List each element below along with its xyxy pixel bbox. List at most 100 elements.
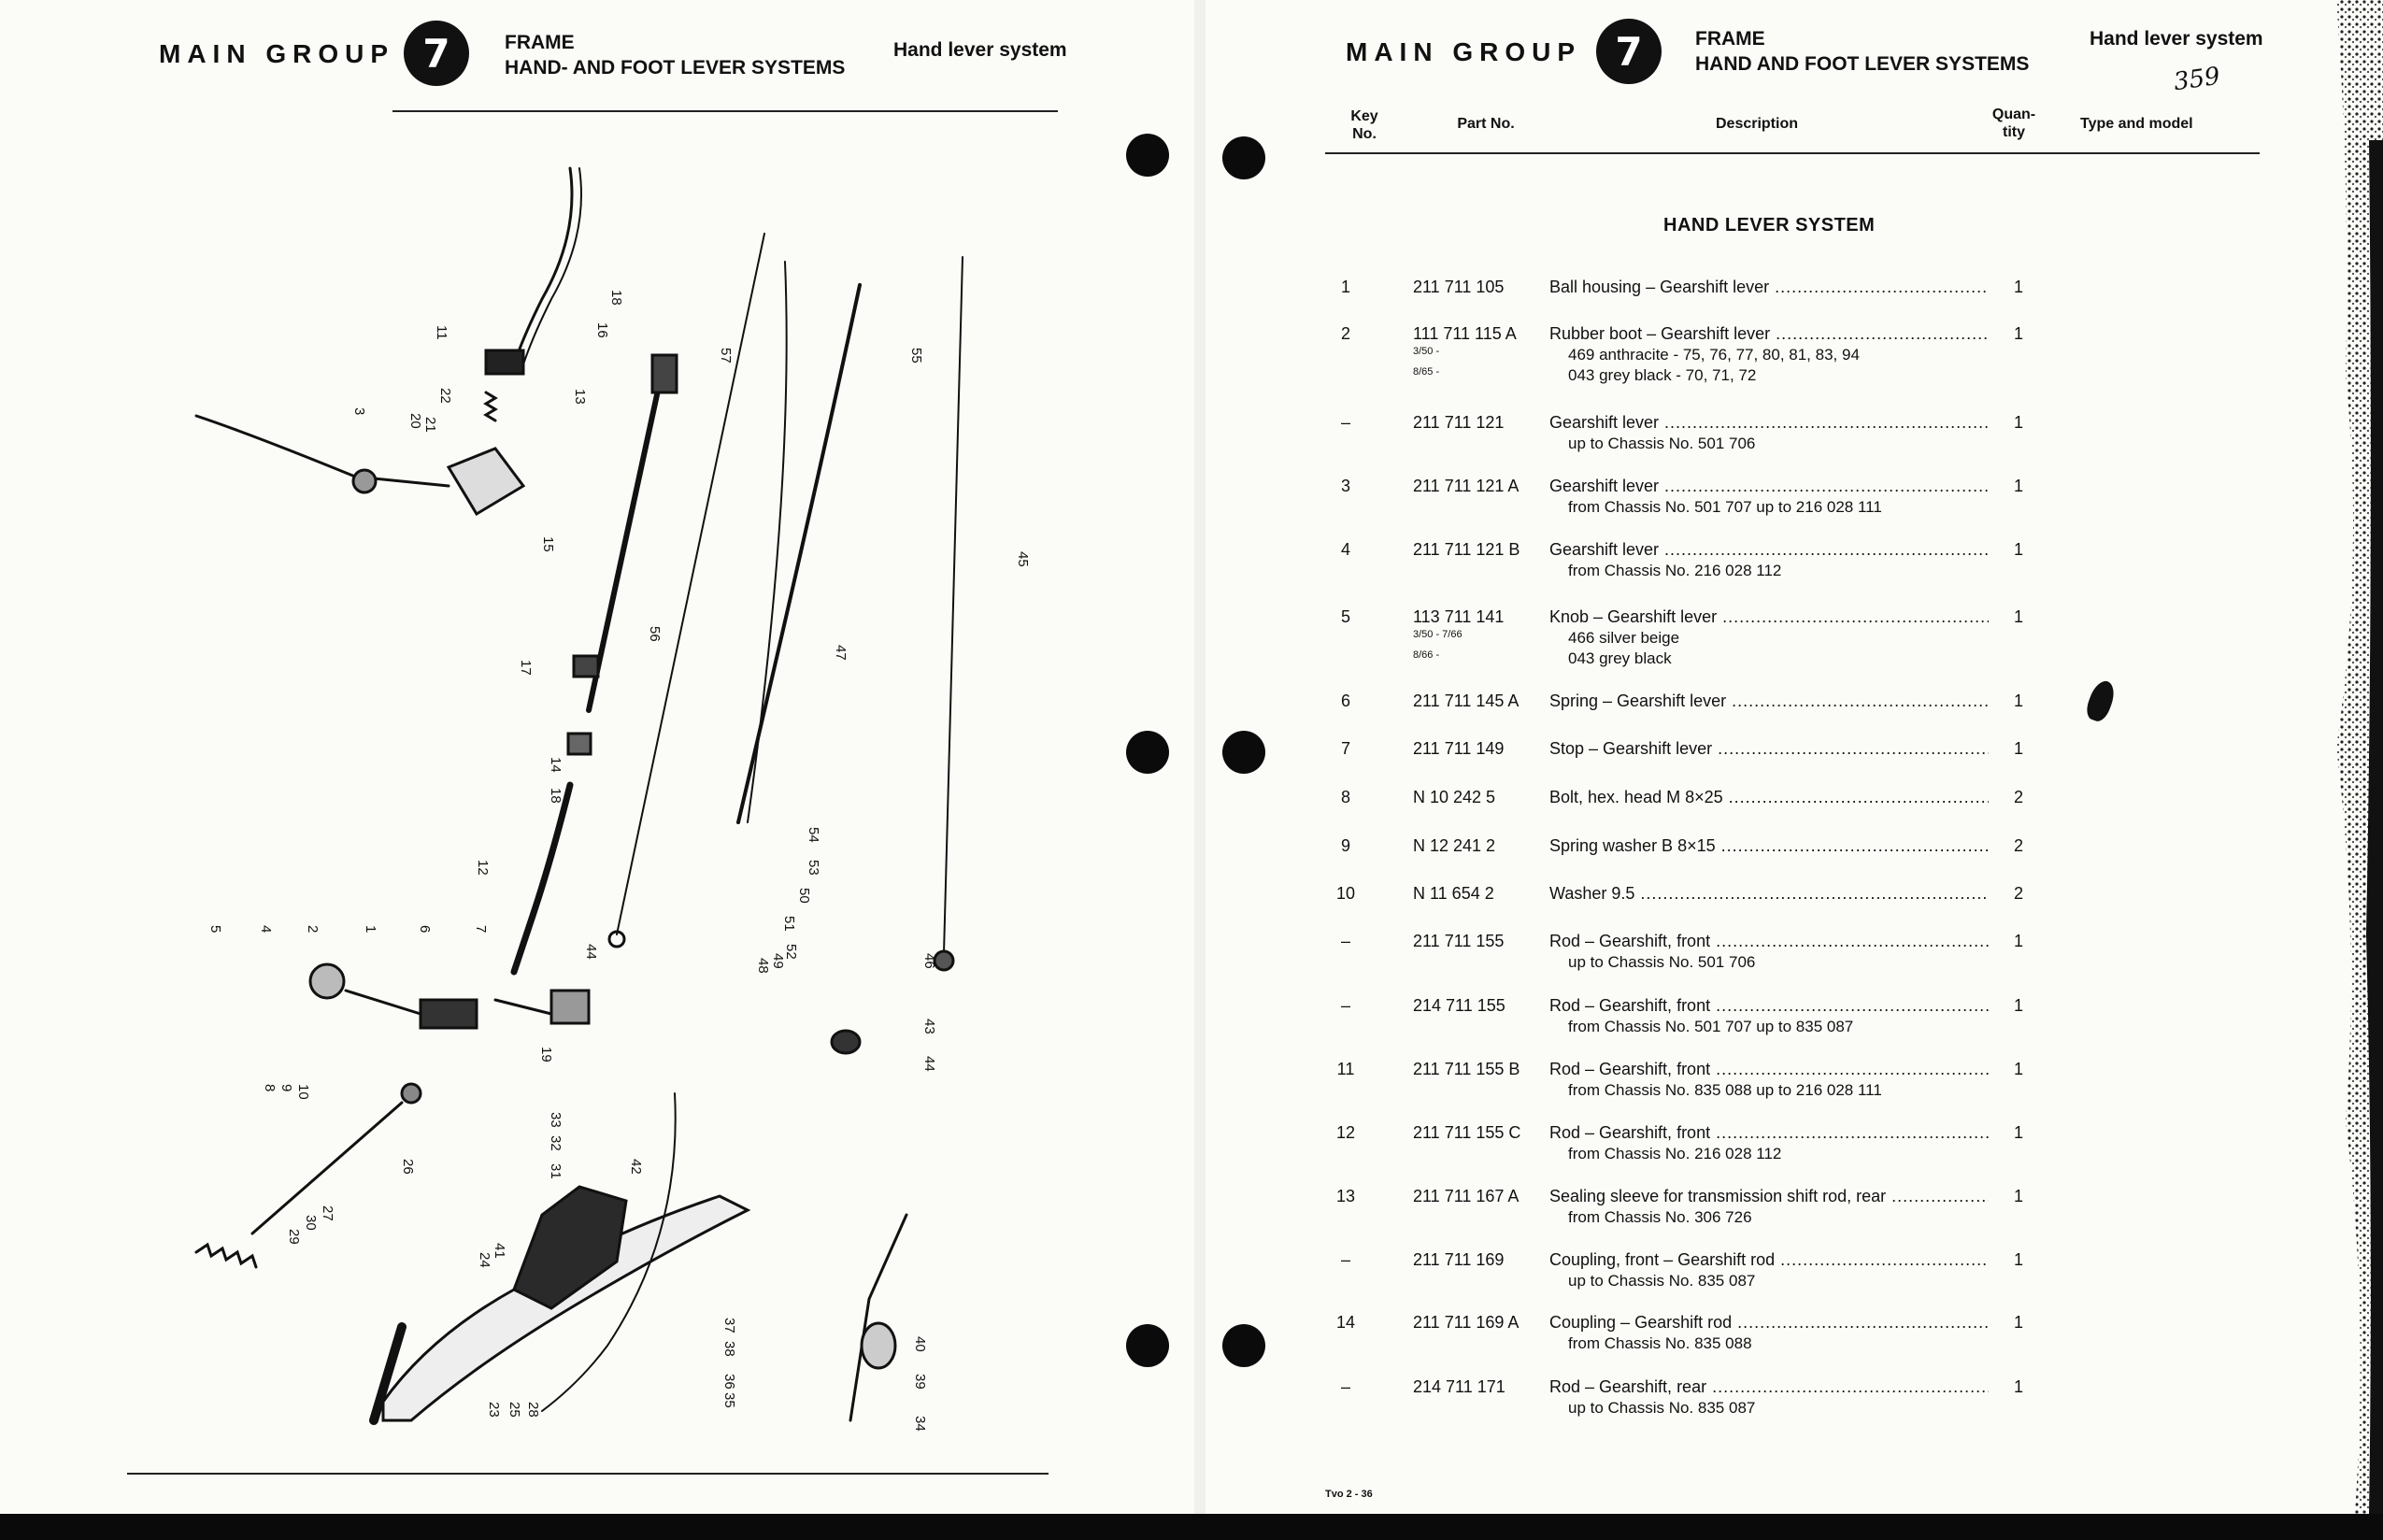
frame-title: FRAME HAND- AND FOOT LEVER SYSTEMS: [505, 30, 845, 80]
callout-39: 39: [912, 1374, 928, 1390]
binder-hole-bottom: [1126, 1324, 1169, 1367]
row-sub-detail: 466 silver beige: [1568, 629, 1680, 647]
callout-1: 1: [363, 925, 378, 933]
frame-line2: HAND- AND FOOT LEVER SYSTEMS: [505, 57, 846, 78]
row-description: Rod – Gearshift, rear: [1549, 1377, 1989, 1397]
row-sub-detail: up to Chassis No. 501 706: [1568, 953, 1756, 971]
left-page: MAIN GROUP 7 FRAME HAND- AND FOOT LEVER …: [0, 0, 1194, 1514]
callout-40: 40: [912, 1336, 928, 1352]
callout-45: 45: [1015, 551, 1031, 567]
row-key-no: 6: [1340, 692, 1350, 710]
exploded-parts-diagram: 11 18 16 13 22 21 20 3 15 17 14 18 12 19…: [194, 166, 1031, 1432]
row-description: Gearshift lever: [1549, 477, 1989, 496]
row-part-no: 211 711 155 C: [1413, 1123, 1521, 1142]
row-part-no: 214 711 171: [1413, 1377, 1505, 1396]
callout-13: 13: [572, 389, 588, 405]
callout-11: 11: [434, 325, 449, 340]
row-part-no: 211 711 167 A: [1413, 1187, 1520, 1205]
row-key-no: –: [1340, 996, 1350, 1015]
row-key-no: 4: [1340, 540, 1350, 559]
row-key-no: 12: [1335, 1123, 1356, 1142]
row-key-no: 11: [1336, 1060, 1355, 1078]
scan-edge-artifact: [2336, 0, 2383, 1514]
row-key-no: 9: [1340, 836, 1350, 855]
callout-9: 9: [278, 1084, 294, 1091]
row-quantity: 2: [2013, 788, 2023, 806]
callout-47: 47: [833, 645, 849, 661]
row-description: Rod – Gearshift, front: [1549, 996, 1989, 1016]
row-part-no: 211 711 169 A: [1413, 1313, 1520, 1332]
row-quantity: 1: [2013, 324, 2023, 343]
frame-line2-right: HAND AND FOOT LEVER SYSTEMS: [1695, 53, 2030, 75]
callout-15: 15: [540, 536, 556, 552]
row-sub-detail: from Chassis No. 501 707 up to 216 028 1…: [1568, 498, 1882, 516]
col-key-no: Key No.: [1350, 108, 1378, 142]
row-quantity: 1: [2013, 996, 2023, 1015]
row-part-no: 211 711 145 A: [1413, 692, 1520, 710]
bracket-shape: [446, 447, 526, 517]
callout-32: 32: [548, 1135, 564, 1151]
callout-22: 22: [437, 388, 453, 404]
main-group-label: MAIN GROUP: [159, 39, 394, 68]
footer-rule: [127, 1473, 1049, 1475]
row-key-no: 3: [1340, 477, 1350, 495]
callout-19: 19: [538, 1047, 554, 1062]
callout-49: 49: [770, 953, 786, 969]
row-part-no: N 10 242 5: [1413, 788, 1496, 806]
callout-50: 50: [796, 888, 812, 904]
row-description: Bolt, hex. head M 8×25: [1549, 788, 1989, 807]
row-key-no: –: [1340, 413, 1350, 432]
row-description: Rod – Gearshift, front: [1549, 1123, 1989, 1143]
row-description: Gearshift lever: [1549, 540, 1989, 560]
callout-33: 33: [548, 1112, 564, 1128]
row-description: Ball housing – Gearshift lever: [1549, 278, 1989, 297]
scan-bottom-bar: [0, 1514, 2383, 1540]
callout-51: 51: [781, 916, 797, 932]
row-quantity: 1: [2013, 692, 2023, 710]
row-quantity: 1: [2013, 477, 2023, 495]
callout-7: 7: [473, 925, 489, 933]
callout-18b: 18: [548, 788, 564, 804]
callout-44b: 44: [921, 1056, 937, 1072]
callout-26: 26: [400, 1159, 416, 1175]
frame-line1: FRAME: [505, 32, 575, 53]
callout-20: 20: [407, 413, 423, 429]
row-description: Stop – Gearshift lever: [1549, 739, 1989, 759]
column-header-rule: [1325, 152, 2260, 154]
callout-27: 27: [320, 1205, 335, 1221]
callout-36: 36: [721, 1374, 737, 1390]
callout-16: 16: [594, 322, 610, 338]
row-quantity: 1: [2013, 739, 2023, 758]
ball-housing-shape: [484, 349, 525, 376]
callout-53: 53: [806, 860, 821, 876]
row-part-no: 211 711 149: [1413, 739, 1505, 758]
shift-rod-front-shape: [510, 781, 574, 976]
row-quantity: 2: [2013, 884, 2023, 903]
callout-10: 10: [295, 1084, 311, 1100]
footer-code: Tvo 2 - 36: [1325, 1489, 1373, 1500]
binder-hole-middle: [1126, 731, 1169, 774]
frame-title-right: FRAME HAND AND FOOT LEVER SYSTEMS: [1695, 26, 2029, 77]
callout-57: 57: [718, 348, 734, 364]
callout-34: 34: [912, 1416, 928, 1432]
callout-12: 12: [475, 860, 491, 876]
row-quantity: 1: [2013, 278, 2023, 296]
callout-56: 56: [647, 626, 663, 642]
shift-rod-rear-shape: [586, 362, 666, 713]
row-quantity: 1: [2013, 607, 2023, 626]
row-part-no: 211 711 155: [1413, 932, 1505, 950]
diagram-callout-numbers: 11 18 16 13 22 21 20 3 15 17 14 18 12 19…: [207, 290, 1031, 1432]
row-part-no: 214 711 155: [1413, 996, 1505, 1015]
col-description: Description: [1715, 116, 1798, 132]
row-sub-detail: from Chassis No. 216 028 112: [1568, 562, 1782, 579]
row-description: Coupling – Gearshift rod: [1549, 1313, 1989, 1333]
callout-23: 23: [486, 1402, 502, 1418]
row-sub-detail: 043 grey black - 70, 71, 72: [1568, 366, 1757, 384]
page-subtitle: Hand lever system: [893, 39, 1067, 61]
row-description: Rubber boot – Gearshift lever: [1549, 324, 1989, 344]
row-description: Rod – Gearshift, front: [1549, 932, 1989, 951]
col-type-model: Type and model: [2080, 116, 2193, 132]
callout-24: 24: [477, 1252, 492, 1268]
row-description: Coupling, front – Gearshift rod: [1549, 1250, 1989, 1270]
binder-hole-top: [1126, 134, 1169, 177]
